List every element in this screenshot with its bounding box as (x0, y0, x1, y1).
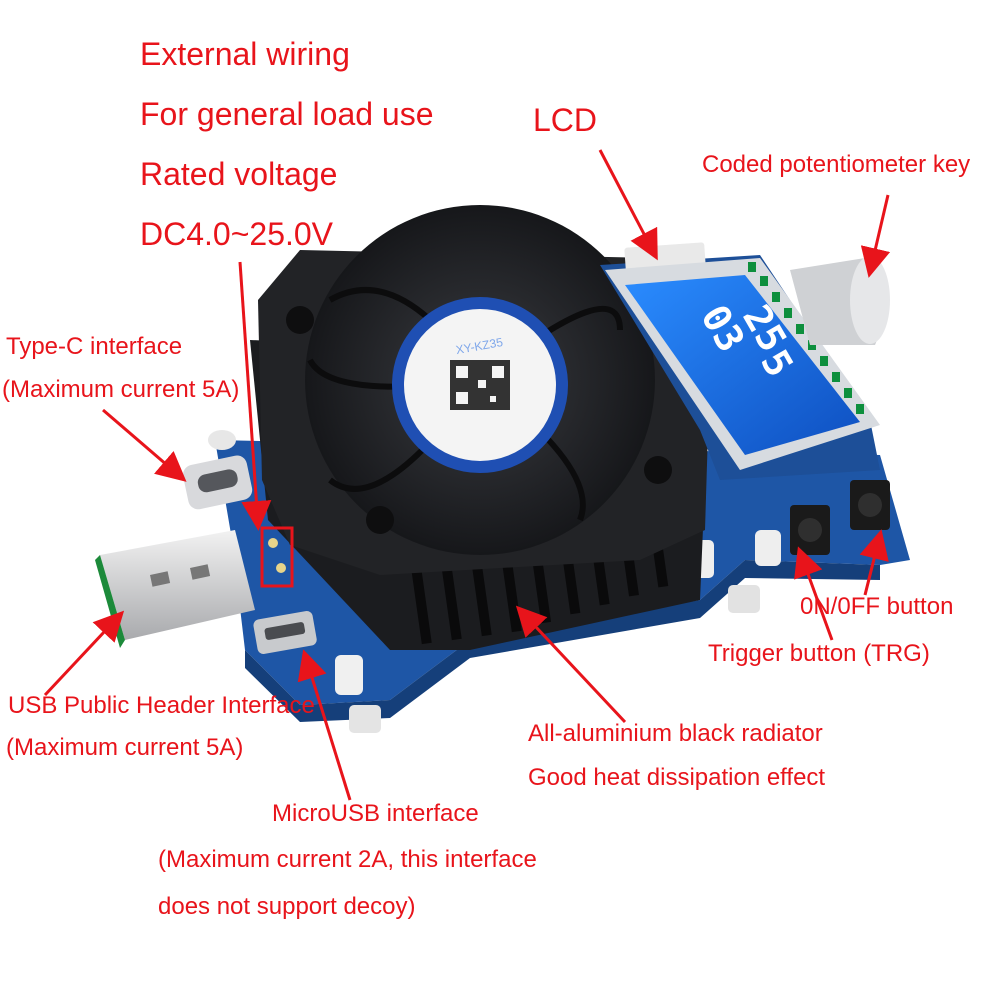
test-pad (276, 563, 286, 573)
potentiometer-label: Coded potentiometer key (702, 151, 971, 178)
test-pad (268, 538, 278, 548)
standoff (208, 430, 236, 450)
usb-label-1: USB Public Header Interface (8, 692, 315, 719)
standoff (728, 585, 760, 613)
usb-label-2: (Maximum current 5A) (6, 734, 244, 761)
screw-hole (286, 306, 314, 334)
usb-a-plug (100, 530, 255, 640)
potentiometer-face (850, 256, 890, 344)
on-off-label: 0N/0FF button (800, 593, 954, 620)
lcd-screen (625, 275, 860, 455)
standoff (349, 705, 381, 733)
radiator-label-1: All-aluminium black radiator (528, 720, 823, 747)
type-c-label-1: Type-C interface (6, 333, 183, 360)
standoff (335, 655, 363, 695)
pcb-edge (245, 560, 880, 722)
header-line-2: For general load use (140, 96, 434, 132)
header-line-4: DC4.0~25.0V (140, 216, 334, 252)
type-c-label-2: (Maximum current 5A) (2, 376, 240, 403)
annotation-arrows (43, 149, 891, 801)
trigger-label: Trigger button (TRG) (708, 640, 930, 667)
micro-usb-label-2: (Maximum current 2A, this interface (158, 846, 537, 873)
micro-usb-label-3: does not support decoy) (158, 893, 416, 920)
standoff (755, 530, 781, 566)
lcd-label: LCD (533, 102, 598, 138)
header-line-1: External wiring (140, 36, 350, 72)
screw-hole (366, 506, 394, 534)
radiator-label-2: Good heat dissipation effect (528, 764, 826, 791)
screw-hole (644, 456, 672, 484)
micro-usb-label-1: MicroUSB interface (272, 800, 479, 827)
header-line-3: Rated voltage (140, 156, 338, 192)
